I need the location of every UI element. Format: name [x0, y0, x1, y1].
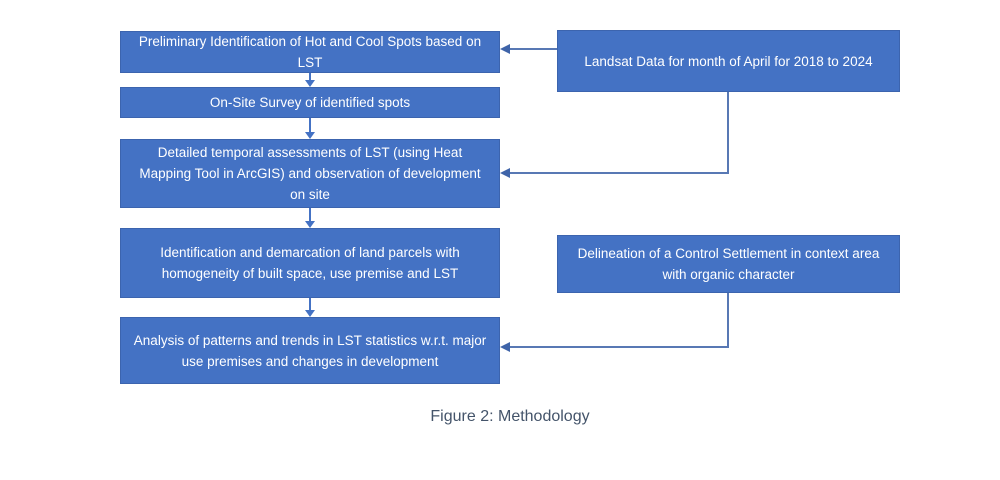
left-arrowhead-icon [500, 44, 510, 54]
flow-node-label: Analysis of patterns and trends in LST s… [133, 332, 487, 369]
left-arrowhead-icon [500, 168, 510, 178]
left-arrowhead-icon [500, 342, 510, 352]
flow-node-label: Landsat Data for month of April for 2018… [584, 53, 873, 69]
flow-node-preliminary-identification: Preliminary Identification of Hot and Co… [120, 31, 500, 73]
flow-node-label: Detailed temporal assessments of LST (us… [139, 145, 481, 202]
flow-node-analysis-of-patterns: Analysis of patterns and trends in LST s… [120, 317, 500, 384]
down-arrow-icon [305, 118, 315, 139]
down-arrow-icon [305, 73, 315, 87]
flow-node-label: Delineation of a Control Settlement in c… [577, 246, 880, 282]
down-arrow-icon [305, 208, 315, 228]
down-arrow-icon [305, 298, 315, 317]
flow-node-label: Preliminary Identification of Hot and Co… [138, 34, 482, 70]
flow-node-label: On-Site Survey of identified spots [209, 95, 411, 110]
figure-caption: Figure 2: Methodology [430, 408, 590, 425]
flow-node-control-settlement: Delineation of a Control Settlement in c… [557, 235, 900, 293]
flow-node-landsat-data: Landsat Data for month of April for 2018… [557, 30, 900, 92]
flow-node-detailed-temporal-assessments: Detailed temporal assessments of LST (us… [120, 139, 500, 208]
flow-node-on-site-survey: On-Site Survey of identified spots [120, 87, 500, 118]
flow-node-identification-demarcation: Identification and demarcation of land p… [120, 228, 500, 298]
flow-node-label: Identification and demarcation of land p… [160, 245, 460, 281]
